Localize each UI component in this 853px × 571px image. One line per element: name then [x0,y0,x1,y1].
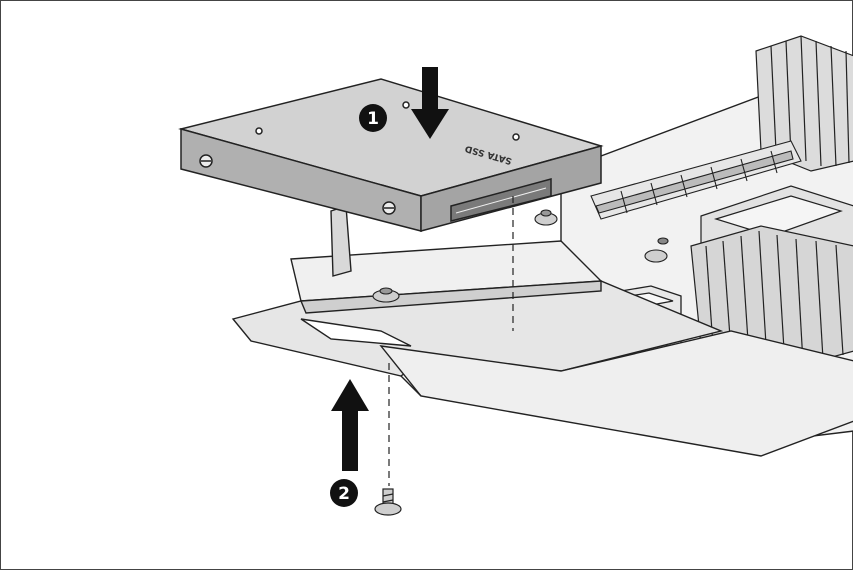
step-2-number: 2 [338,484,350,504]
dimm-slots [590,140,802,220]
drive-tray [231,205,724,377]
arrow-up-icon [331,379,369,471]
tray-standoff [372,287,400,303]
step-1-callout: 1 [359,104,387,132]
step-1-number: 1 [367,109,379,129]
ssd-drive [178,78,604,232]
alignment-lines [388,196,514,486]
board-edge [379,330,853,457]
screw-icon [374,488,402,516]
arrow-down-icon [411,67,449,139]
step-2-callout: 2 [330,479,358,507]
